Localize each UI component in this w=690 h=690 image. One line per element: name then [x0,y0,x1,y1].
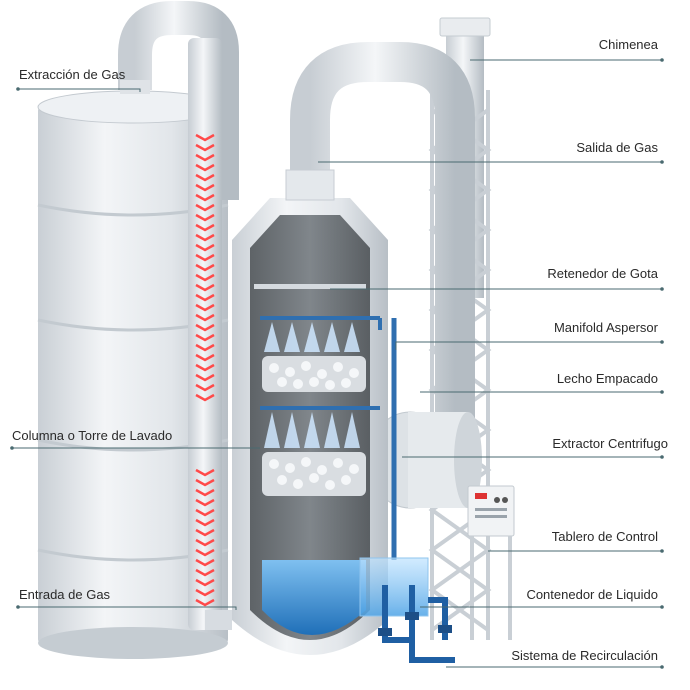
label-manifold-aspersor: Manifold Aspersor [553,320,658,335]
control-panel-graphic [467,485,515,640]
label-salida-gas: Salida de Gas [576,140,658,155]
storage-column [37,90,229,659]
leader-lines [12,59,662,668]
label-lecho-empacado: Lecho Empacado [556,371,658,386]
centrifugal-extractor [367,411,482,509]
heat-chevrons [195,133,215,607]
label-chimenea: Chimenea [598,37,658,52]
washing-tower [232,169,397,655]
label-extraccion-gas: Extracción de Gas [19,67,126,82]
spray-cones [264,322,360,448]
label-retenedor-gota: Retenedor de Gota [547,266,658,281]
label-contenedor-liquido: Contenedor de Liquido [526,587,658,602]
gas-outlet-duct [290,42,475,430]
liquid-container-graphic [359,557,455,663]
label-tablero-control: Tablero de Control [551,529,658,544]
label-entrada-gas: Entrada de Gas [19,587,111,602]
label-sistema-recirculacion: Sistema de Recirculación [511,648,658,663]
gas-inlet-duct [188,38,232,630]
label-columna-lavado: Columna o Torre de Lavado [12,428,173,443]
label-extractor-centrifugo: Extractor Centrifugo [552,436,668,451]
packing-media [269,361,359,490]
extraction-pipe [118,1,239,200]
